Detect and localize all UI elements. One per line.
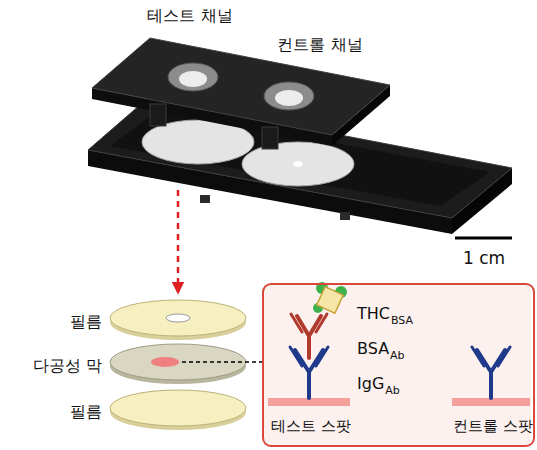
inset-label: IgG — [357, 374, 384, 393]
layer-label: 필름 — [70, 402, 102, 421]
inset-label: 테스트 스팟 — [271, 417, 351, 435]
scale-bar — [455, 237, 512, 240]
subscript-label: Ab — [385, 384, 400, 397]
antibody-symbols — [290, 314, 510, 398]
inset-label: 컨트롤 스팟 — [453, 417, 533, 435]
zoom-arrow — [177, 190, 180, 292]
channel-label: 테스트 채널 — [147, 6, 232, 25]
leader-line — [182, 361, 262, 363]
layer-label: 필름 — [70, 312, 102, 331]
inset-label: THC — [357, 304, 390, 323]
inset-box: THCBSABSAAbIgGAb테스트 스팟컨트롤 스팟 — [262, 283, 535, 447]
scale-label: 1 cm — [463, 248, 505, 268]
inset-label: BSA — [357, 339, 389, 358]
thc-bsa-symbol — [313, 282, 347, 313]
cassette-lid — [92, 38, 390, 149]
layer-stack — [110, 300, 246, 430]
subscript-label: BSA — [391, 314, 413, 327]
channel-label: 컨트롤 채널 — [277, 35, 362, 54]
subscript-label: Ab — [390, 349, 405, 362]
layer-label: 다공성 막 — [33, 356, 102, 375]
